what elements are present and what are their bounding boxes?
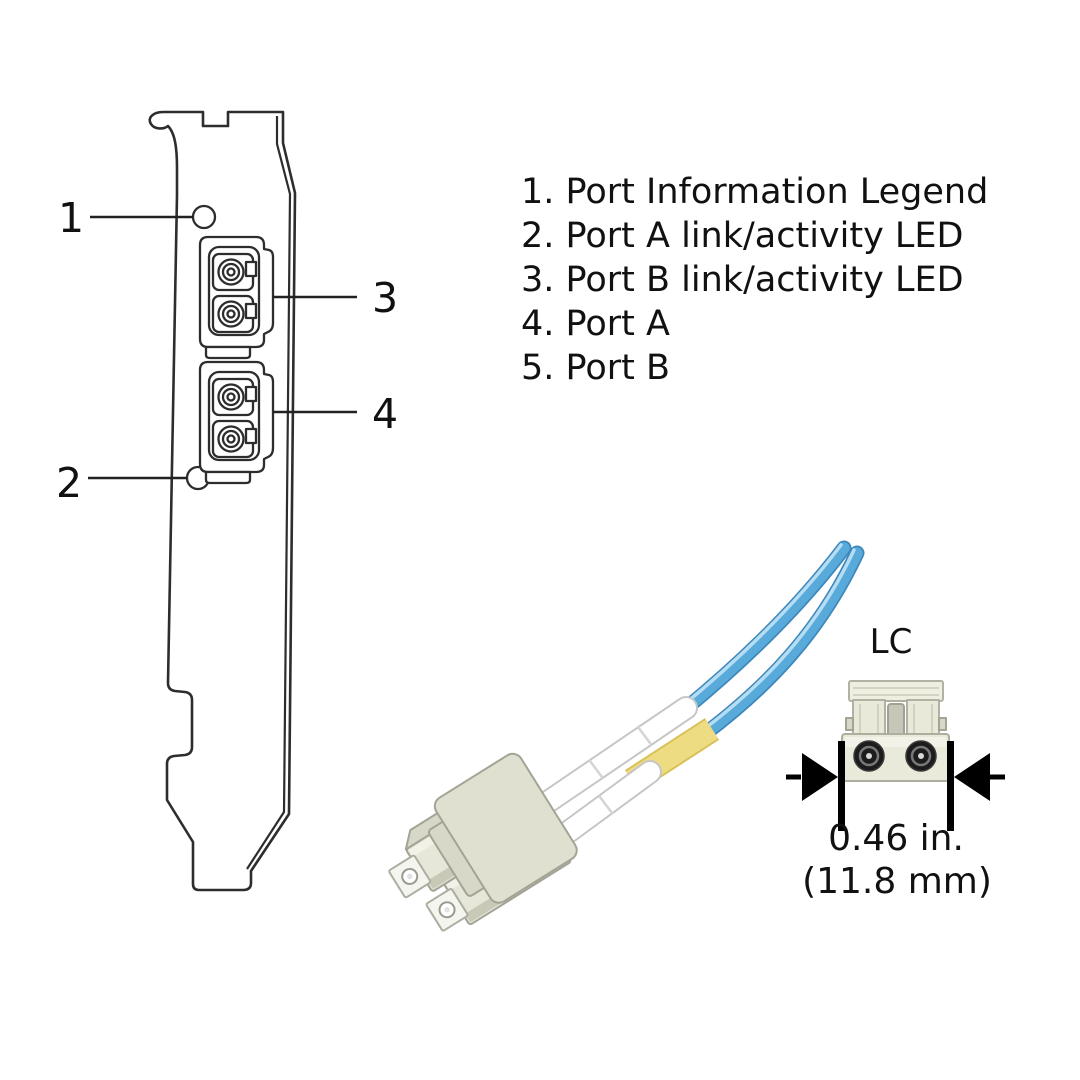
bracket-outline-icon xyxy=(148,110,297,892)
legend-item: 5. Port B xyxy=(521,348,671,388)
fiber-cable-b xyxy=(698,545,865,741)
lc-duplex-connector-icon xyxy=(388,752,578,932)
ferrule-b xyxy=(425,887,469,932)
lc-front-view-icon xyxy=(786,680,1005,831)
dimension-inches-label: 0.46 in. xyxy=(828,818,964,859)
led-hole-port-a xyxy=(191,204,217,230)
dimension-bar-right xyxy=(947,741,954,831)
port-a xyxy=(198,235,275,360)
port-b xyxy=(198,360,275,485)
callout-label-3: 3 xyxy=(371,274,399,322)
lc-bore-right xyxy=(905,740,937,772)
bracket-illustration xyxy=(88,110,357,892)
bracket-fold-line xyxy=(246,116,292,870)
fiber-cable-a xyxy=(676,540,852,718)
legend-item: 1. Port Information Legend xyxy=(521,172,989,212)
lc-connector-title: LC xyxy=(869,622,913,662)
callout-label-4: 4 xyxy=(371,390,399,438)
lc-bore-left xyxy=(853,740,885,772)
dimension-bar-left xyxy=(838,741,845,831)
dimension-arrow-left xyxy=(786,741,845,831)
legend-item: 4. Port A xyxy=(521,304,670,344)
legend-item: 3. Port B link/activity LED xyxy=(521,260,964,300)
dimension-arrow-right xyxy=(947,741,1005,831)
lc-latch-right xyxy=(906,699,940,737)
cable-illustration xyxy=(388,540,865,932)
boot-b xyxy=(548,760,662,850)
boot-a xyxy=(524,696,698,822)
callout-label-2: 2 xyxy=(55,459,83,507)
legend-list: 1. Port Information Legend 2. Port A lin… xyxy=(521,170,988,390)
lc-latch-left xyxy=(852,699,886,737)
legend-item: 2. Port A link/activity LED xyxy=(521,216,964,256)
duplex-trigger xyxy=(427,752,578,904)
ferrule-a xyxy=(388,854,432,899)
callout-label-1: 1 xyxy=(57,194,85,242)
dimension-mm-label: (11.8 mm) xyxy=(802,861,992,902)
